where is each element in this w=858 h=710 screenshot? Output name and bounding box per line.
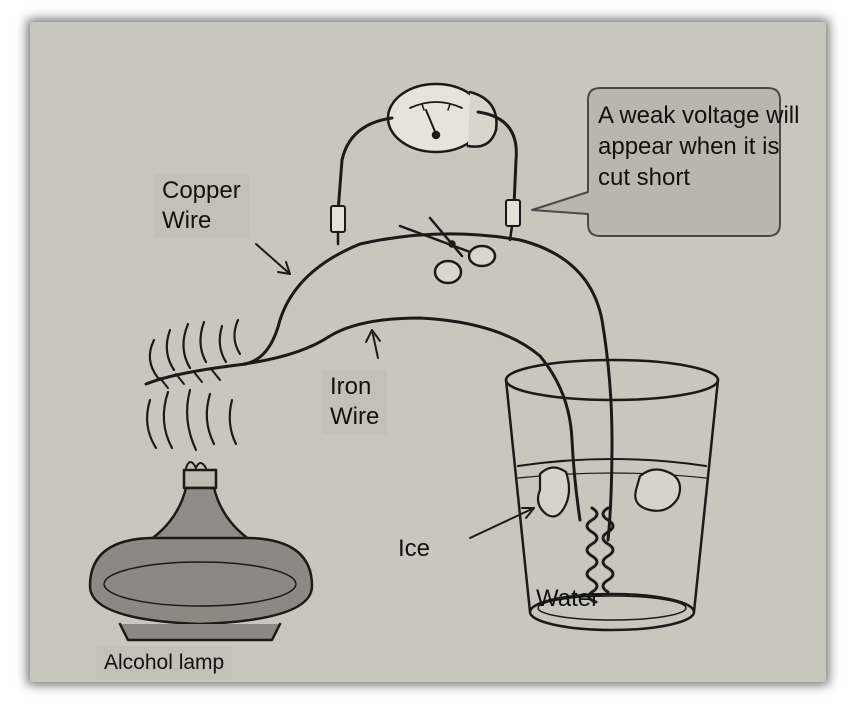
meter-lead-right xyxy=(476,110,518,208)
callout-text: A weak voltage will appear when it is cu… xyxy=(598,102,800,191)
ice-arrow xyxy=(469,507,535,539)
beaker xyxy=(504,358,720,632)
iron-wire-label: Iron Wire xyxy=(322,370,388,434)
ice-cube-left xyxy=(536,466,571,518)
copper-wire-label: Copper Wire xyxy=(154,174,249,238)
coiled-junction xyxy=(585,506,599,604)
clip-right xyxy=(505,199,521,227)
ice-label: Ice xyxy=(398,535,431,562)
copper-wire xyxy=(242,232,614,542)
water-label: Water xyxy=(536,585,600,612)
meter-lead-left xyxy=(336,116,394,214)
ice-cube-right xyxy=(634,468,682,512)
scissors-icon xyxy=(398,216,497,285)
copper-wire-arrow xyxy=(255,243,291,275)
alcohol-lamp xyxy=(88,468,314,642)
iron-wire-arrow xyxy=(371,329,379,359)
alcohol-lamp-label: Alcohol lamp xyxy=(96,646,233,680)
callout-bubble xyxy=(531,87,781,237)
iron-wire xyxy=(242,316,582,522)
clip-left xyxy=(330,205,346,233)
galvanometer-icon xyxy=(386,82,498,154)
flame-icon xyxy=(144,318,248,469)
